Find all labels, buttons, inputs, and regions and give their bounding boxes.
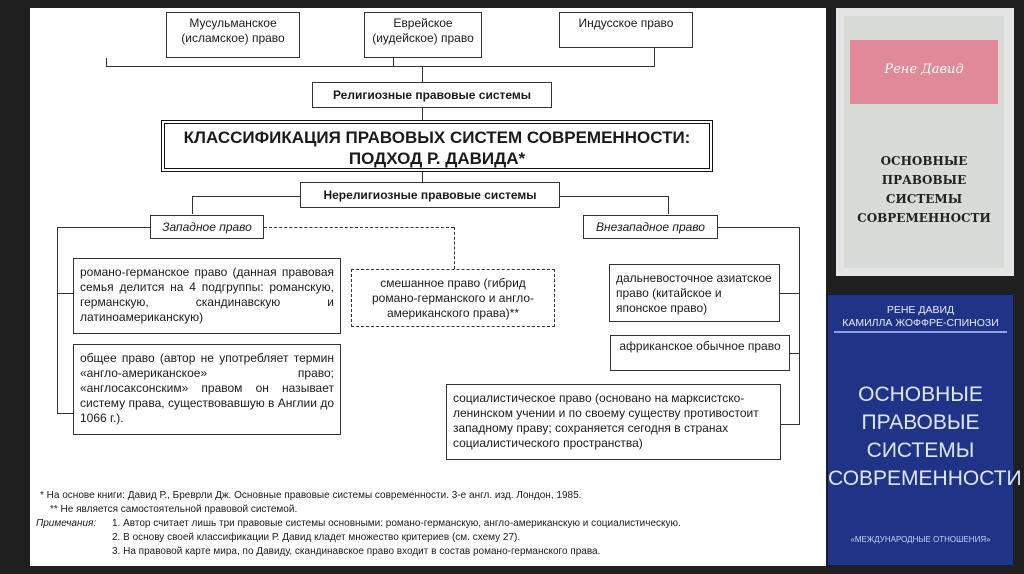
connector (718, 227, 799, 228)
note-3: 3. На правовой карте мира, по Давиду, ск… (112, 546, 601, 557)
book-cover-2-title: ОСНОВНЫЕ ПРАВОВЫЕ СИСТЕМЫ СОВРЕМЕННОСТИ (828, 383, 1022, 490)
connector (422, 66, 423, 82)
far-east-law-box: дальневосточное азиатское право (китайск… (609, 264, 780, 322)
hindu-law-box: Индусское право (559, 12, 693, 48)
book-cover-1-author: Рене Давид (884, 62, 964, 77)
western-law-box: Западное право (150, 215, 264, 239)
connector (781, 424, 800, 425)
connector (106, 66, 655, 67)
connector (780, 293, 800, 294)
footnote-1: * На основе книги: Давид Р., Бреврли Дж.… (40, 490, 582, 501)
book-cover-2-divider (834, 331, 1007, 333)
muslim-law-box: Мусульманское (исламское) право (166, 12, 300, 58)
socialist-law-box: социалистическое право (основано на марк… (446, 384, 781, 460)
common-law-box: общее право (автор не употребляет термин… (73, 344, 341, 435)
connector (57, 413, 73, 414)
book-cover-2: РЕНЕ ДАВИД КАМИЛЛА ЖОФФРЕ-СПИНОЗИ ОСНОВН… (827, 294, 1022, 566)
connector (790, 353, 800, 354)
connector (192, 196, 193, 214)
connector-dashed (264, 227, 454, 228)
connector (57, 293, 73, 294)
connector (422, 108, 423, 120)
book-cover-1-label: Рене Давид (850, 40, 998, 104)
main-title-box: КЛАССИФИКАЦИЯ ПРАВОВЫХ СИСТЕМ СОВРЕМЕННО… (161, 120, 713, 172)
book-cover-2-publisher: «МЕЖДУНАРОДНЫЕ ОТНОШЕНИЯ» (850, 535, 991, 544)
connector-dashed (454, 227, 455, 269)
book-cover-1-title: ОСНОВНЫЕ ПРАВОВЫЕ СИСТЕМЫ СОВРЕМЕННОСТИ (857, 154, 991, 225)
note-1: 1. Автор считает лишь три правовые систе… (112, 518, 681, 529)
connector (799, 227, 800, 424)
connector (57, 227, 150, 228)
diagram-panel: Мусульманское (исламское) право Еврейско… (30, 8, 826, 566)
mixed-law-box: смешанное право (гибрид романо-германско… (351, 269, 555, 327)
book-cover-1: Рене Давид ОСНОВНЫЕ ПРАВОВЫЕ СИСТЕМЫ СОВ… (836, 8, 1014, 276)
nonreligious-systems-box: Нерелигиозные правовые системы (300, 182, 560, 208)
connector (654, 48, 655, 66)
notes-label: Примечания: (36, 518, 97, 529)
jewish-law-box: Еврейское (иудейское) право (364, 12, 482, 58)
african-law-box: африканское обычное право (610, 335, 790, 371)
connector (560, 196, 668, 197)
footnote-2: ** Не является самостоятельной правовой … (50, 504, 298, 515)
connector (57, 227, 58, 414)
connector (668, 196, 669, 214)
book-cover-1-face: Рене Давид ОСНОВНЫЕ ПРАВОВЫЕ СИСТЕМЫ СОВ… (844, 16, 1004, 268)
romano-germanic-law-box: романо-германское право (данная правовая… (73, 258, 341, 334)
nonwestern-law-box: Внезападное право (583, 215, 718, 239)
connector (422, 172, 423, 182)
connector (106, 58, 107, 66)
connector (192, 196, 300, 197)
note-2: 2. В основу своей классификации Р. Давид… (112, 532, 521, 543)
connector (393, 58, 394, 66)
religious-systems-box: Религиозные правовые системы (312, 82, 552, 108)
book-cover-2-authors: РЕНЕ ДАВИД КАМИЛЛА ЖОФФРЕ-СПИНОЗИ (842, 304, 999, 329)
